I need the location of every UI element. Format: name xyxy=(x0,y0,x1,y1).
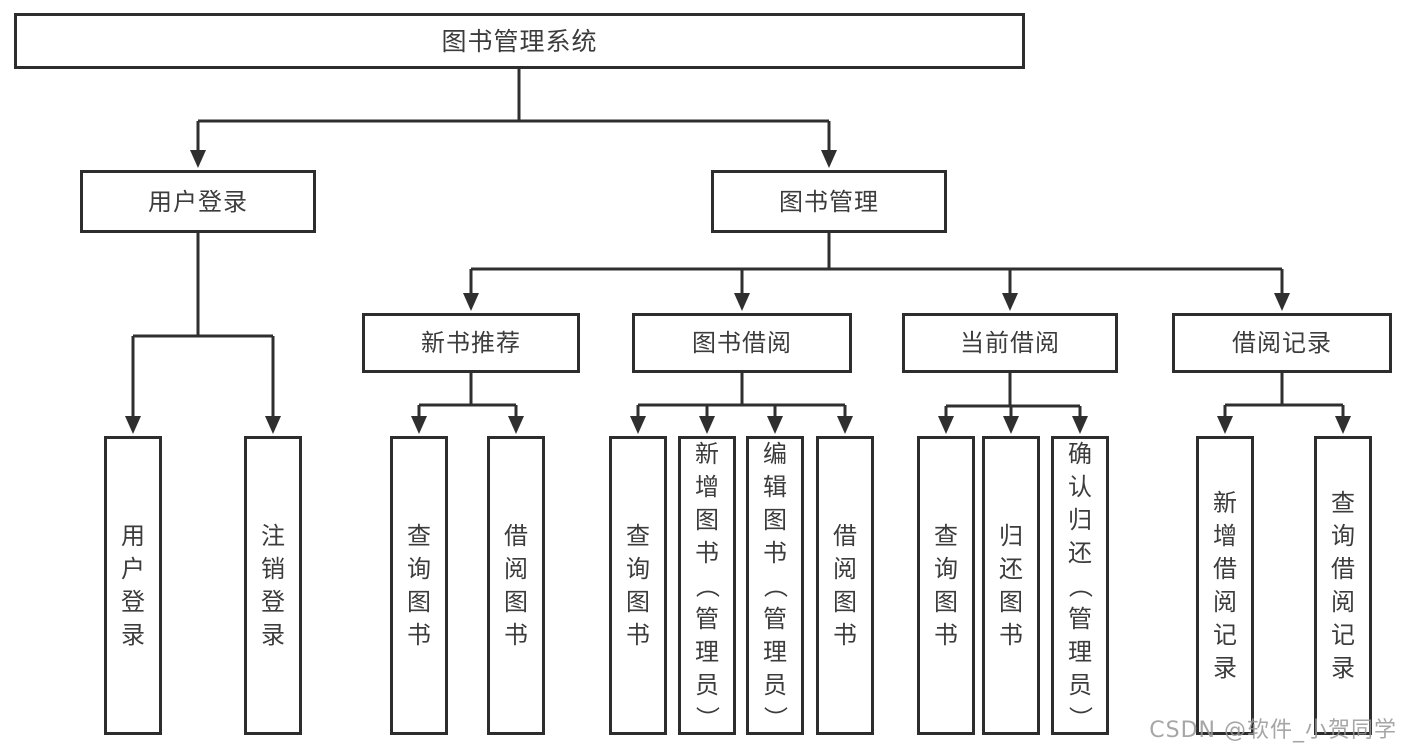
leaf-borrow-add-admin: 新增图书（管理员） xyxy=(678,436,736,735)
leaf-records-add: 新增借阅记录 xyxy=(1196,436,1254,735)
node-user-login-label: 用户登录 xyxy=(148,187,248,216)
leaf-current-return: 归还图书 xyxy=(982,436,1040,735)
leaf-borrow-edit-admin: 编辑图书（管理员） xyxy=(746,436,804,735)
leaf-user-login-label: 用户登录 xyxy=(121,522,145,649)
leaf-user-login: 用户登录 xyxy=(104,436,162,735)
leaf-logout-label: 注销登录 xyxy=(261,522,285,649)
node-book-management: 图书管理 xyxy=(711,170,947,233)
leaf-current-query-label: 查询图书 xyxy=(934,522,958,649)
node-current-borrowing: 当前借阅 xyxy=(902,313,1118,373)
leaf-current-confirm-admin-label: 确认归还（管理员） xyxy=(1066,439,1094,730)
watermark: CSDN @软件_小贺同学 xyxy=(1149,718,1397,743)
leaf-current-confirm-admin: 确认归还（管理员） xyxy=(1051,436,1109,735)
node-borrow-records: 借阅记录 xyxy=(1172,313,1392,373)
leaf-newbook-query: 查询图书 xyxy=(390,436,448,735)
leaf-borrow-borrow: 借阅图书 xyxy=(816,436,874,735)
leaf-current-query: 查询图书 xyxy=(917,436,975,735)
leaf-records-query: 查询借阅记录 xyxy=(1314,436,1372,735)
node-book-borrowing-label: 图书借阅 xyxy=(692,329,792,357)
node-user-login: 用户登录 xyxy=(80,170,316,233)
node-new-book-recommend-label: 新书推荐 xyxy=(421,329,521,357)
node-new-book-recommend: 新书推荐 xyxy=(362,313,580,373)
leaf-borrow-edit-admin-label: 编辑图书（管理员） xyxy=(761,439,789,730)
leaf-logout: 注销登录 xyxy=(244,436,302,735)
leaf-borrow-query: 查询图书 xyxy=(609,436,667,735)
leaf-current-return-label: 归还图书 xyxy=(999,522,1023,649)
leaf-borrow-add-admin-label: 新增图书（管理员） xyxy=(693,439,721,730)
leaf-borrow-borrow-label: 借阅图书 xyxy=(833,522,857,649)
node-current-borrowing-label: 当前借阅 xyxy=(960,329,1060,357)
leaf-newbook-borrow: 借阅图书 xyxy=(487,436,545,735)
leaf-newbook-borrow-label: 借阅图书 xyxy=(504,522,528,649)
node-library-system: 图书管理系统 xyxy=(14,13,1025,69)
node-library-system-label: 图书管理系统 xyxy=(441,26,598,56)
leaf-records-add-label: 新增借阅记录 xyxy=(1213,489,1237,682)
node-book-borrowing: 图书借阅 xyxy=(632,313,852,373)
node-borrow-records-label: 借阅记录 xyxy=(1232,329,1332,357)
leaf-records-query-label: 查询借阅记录 xyxy=(1331,489,1355,682)
arrowheads xyxy=(125,150,1351,434)
leaf-newbook-query-label: 查询图书 xyxy=(407,522,431,649)
node-book-management-label: 图书管理 xyxy=(779,187,879,216)
leaf-borrow-query-label: 查询图书 xyxy=(626,522,650,649)
